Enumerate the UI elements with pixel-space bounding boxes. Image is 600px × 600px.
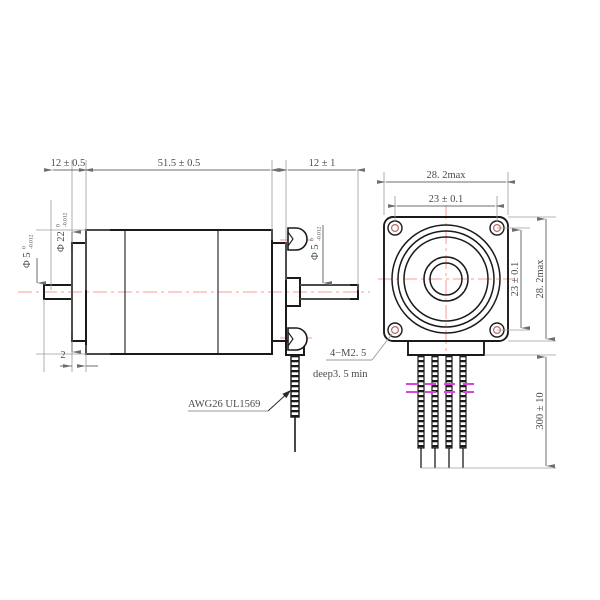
label-shaft-left-tol-lower: -0.012 [29,234,35,249]
cable-spec-leader [267,389,292,412]
side-view-labels: 12 ± 0.5 51.5 ± 0.5 12 ± 1 2 [51,158,336,361]
motor-face-outline [383,216,509,342]
screw-head-upper [287,227,308,251]
label-body-diameter-group: Φ 22 0 -0.012 [56,212,69,252]
side-view-detail-lines [124,230,219,354]
label-cable-spec: AWG26 UL1569 [188,399,260,410]
mounting-hole-thread-bottom-left [391,326,400,335]
wire-4 [459,354,467,449]
label-body-diameter: Φ 22 [56,231,67,252]
label-shaft-left-tol-upper: 0 [22,246,28,249]
label-body-diameter-tol-lower: -0.012 [63,212,69,227]
cable-spec-callout: AWG26 UL1569 [188,389,292,412]
face-circle-second [397,230,495,328]
side-view-dimension-arrows [36,168,365,368]
label-flange-thickness: 2 [60,350,65,361]
thread-chevron-upper [287,231,294,247]
label-pitch-vertical: 23 ± 0.1 [510,262,521,297]
side-view-cable [290,354,300,452]
wire-1 [417,354,425,449]
thread-callout: 4−M2. 5 deep3. 5 min [313,333,393,380]
front-view-geometry [383,216,509,342]
pilot-boss-circle [423,256,469,302]
mounting-hole-bottom-left [387,322,403,338]
front-view-dimension-arrows [377,180,555,468]
label-shaft-left-length: 12 ± 0.5 [51,158,86,169]
label-shaft-right-tol-upper: 0 [310,238,316,241]
label-body-diameter-tol-upper: 0 [56,224,62,227]
wire-2 [431,354,439,449]
label-shaft-left-diameter-group: Φ 5 0 -0.012 [22,234,35,268]
label-shaft-right-tol-lower: -0.012 [317,226,323,241]
side-view-extension-lines [36,160,359,372]
screw-thread-marks [287,231,294,347]
label-thread-depth: deep3. 5 min [313,369,368,380]
front-view-extension-lines [383,172,556,469]
label-body-length: 51.5 ± 0.5 [158,158,201,169]
thread-callout-leader [371,333,393,361]
front-view-wires [417,354,467,468]
label-pitch-horizontal: 23 ± 0.1 [429,194,464,205]
mounting-hole-thread-top-left [391,224,400,233]
cable-sheath [290,354,300,418]
label-outer-width: 28. 2max [426,170,466,181]
face-circle-outer [391,224,501,334]
shaft-hole-circle [429,262,463,296]
screw-head-lower [287,327,308,351]
mounting-hole-top-left [387,220,403,236]
label-lead-length: 300 ± 10 [535,392,546,429]
wire-3 [445,354,453,449]
mounting-screw-details [287,227,308,351]
label-shaft-left-diameter: Φ 5 [22,252,33,268]
front-view-circles [391,224,501,334]
label-shaft-right-diameter: Φ 5 [310,244,321,260]
label-outer-height: 28. 2max [535,259,546,299]
label-shaft-right-length: 12 ± 1 [309,158,336,169]
label-shaft-right-diameter-group: Φ 5 0 -0.012 [310,226,323,260]
front-view-labels: 28. 2max 23 ± 0.1 [426,170,466,205]
wire-break-markers [406,383,478,393]
label-thread-callout: 4−M2. 5 [330,348,366,359]
face-circle-third [403,236,489,322]
thread-chevron-lower [287,331,294,347]
